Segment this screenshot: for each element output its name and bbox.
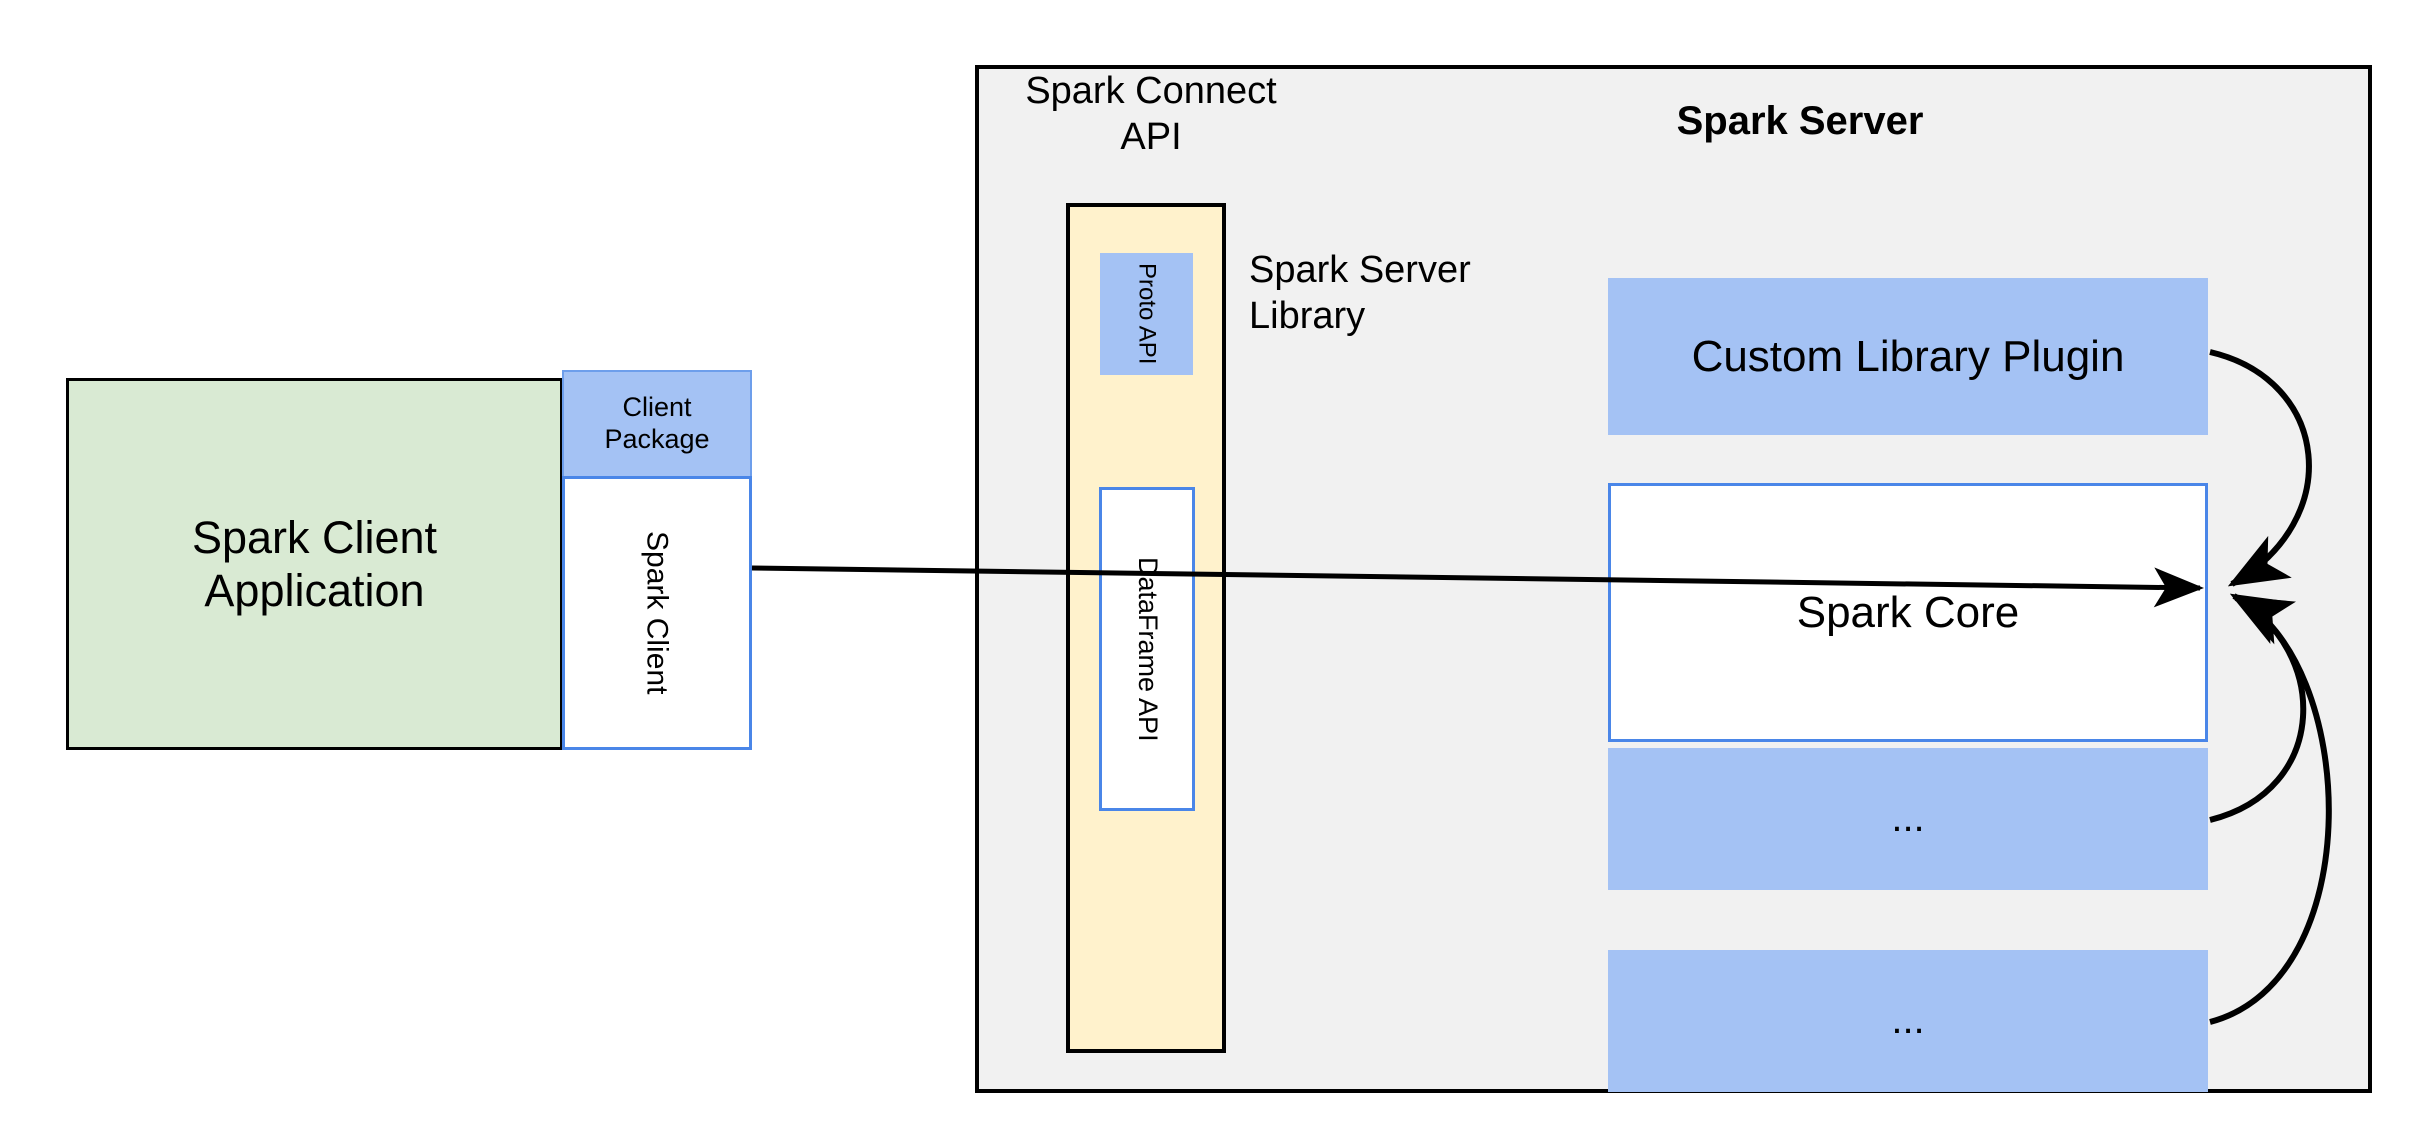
additional-module-label-1: ... [1891, 796, 1925, 841]
spark-connect-api-label: Spark Connect API [1025, 70, 1277, 159]
client-package-label: Client Package [604, 392, 710, 454]
spark-core-box[interactable]: Spark Core [1608, 483, 2208, 742]
spark-client-box[interactable]: Spark Client [562, 476, 752, 750]
additional-module-box-1[interactable]: ... [1608, 748, 2208, 890]
dataframe-api-label: DataFrame API [1132, 556, 1163, 742]
additional-module-label-2: ... [1891, 998, 1925, 1043]
spark-server-title: Spark Server [1676, 99, 1924, 143]
custom-library-plugin-box[interactable]: Custom Library Plugin [1608, 278, 2208, 435]
spark-client-application-label: Spark Client Application [191, 511, 438, 616]
spark-client-label: Spark Client [640, 531, 674, 695]
spark-core-label: Spark Core [1796, 587, 2020, 637]
spark-client-application-box[interactable]: Spark Client Application [66, 378, 563, 750]
custom-library-plugin-label: Custom Library Plugin [1691, 331, 2125, 381]
client-package-box[interactable]: Client Package [562, 370, 752, 478]
additional-module-box-2[interactable]: ... [1608, 950, 2208, 1092]
spark-server-library-label: Spark Server Library [1249, 249, 1471, 338]
proto-api-box[interactable]: Proto API [1100, 253, 1193, 375]
proto-api-label: Proto API [1133, 263, 1161, 365]
dataframe-api-box[interactable]: DataFrame API [1099, 487, 1195, 811]
